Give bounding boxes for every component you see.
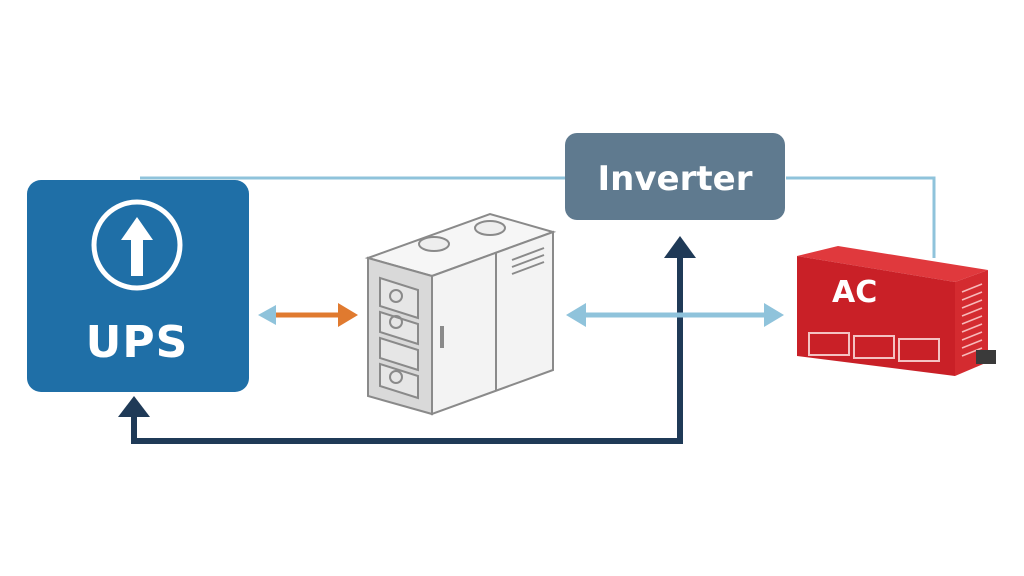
up-arrow-circle-icon	[91, 199, 183, 291]
inverter-to-ac-line	[786, 176, 936, 258]
ups-box[interactable]: UPS	[27, 180, 249, 392]
cabinet-ac-arrow	[566, 303, 784, 327]
inverter-box[interactable]: Inverter	[565, 133, 785, 220]
feedback-arrowhead-up-ups	[118, 396, 150, 417]
inverter-label: Inverter	[598, 159, 753, 199]
feedback-arrowhead-up-inverter	[664, 236, 696, 258]
server-cabinet[interactable]	[364, 212, 557, 416]
feedback-path-line	[131, 258, 683, 444]
ups-label: UPS	[86, 317, 189, 368]
ups-cabinet-arrow	[258, 303, 358, 327]
ac-unit[interactable]: AC	[797, 246, 996, 376]
ac-label: AC	[832, 275, 877, 310]
